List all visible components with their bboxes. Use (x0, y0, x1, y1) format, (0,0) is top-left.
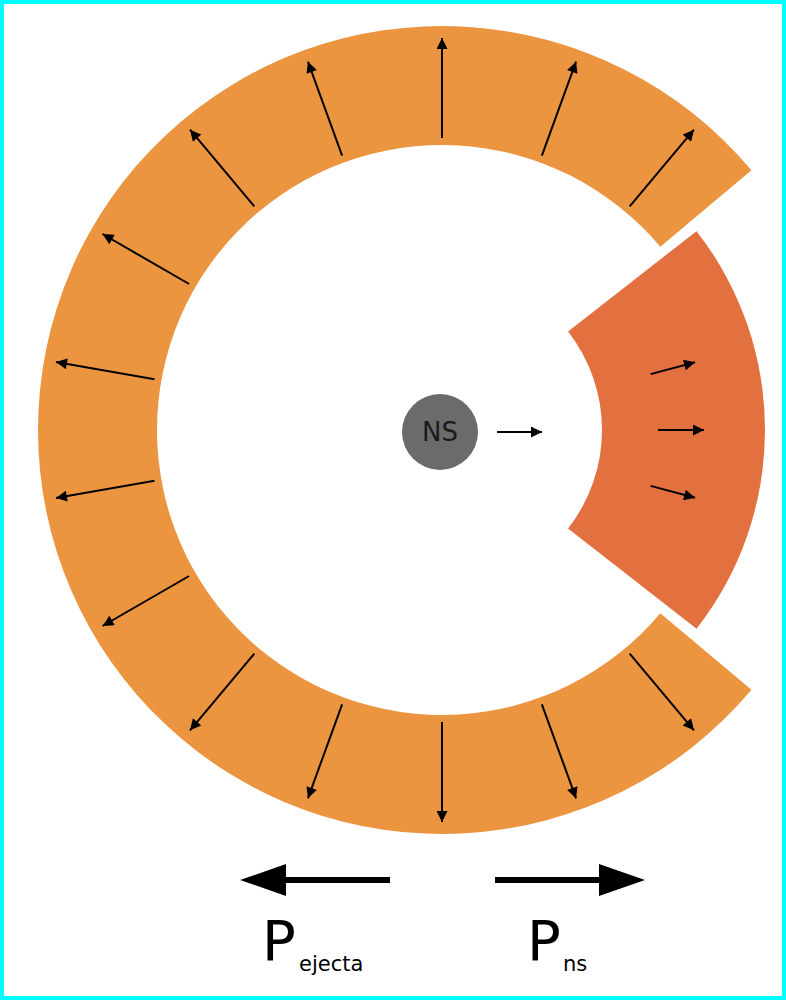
velocity-arrow (497, 431, 542, 433)
ejecta-fragment (568, 231, 765, 629)
momentum-arrow (495, 877, 605, 883)
momentum-arrow (280, 877, 390, 883)
velocity-arrow (651, 362, 695, 374)
momentum-subscript: ejecta (299, 954, 363, 975)
velocity-arrow (630, 130, 694, 207)
velocity-arrow (190, 130, 254, 207)
neutron-star: NS (402, 394, 478, 470)
velocity-arrow (56, 481, 154, 498)
momentum-symbol: P (527, 913, 561, 969)
velocity-arrow (542, 62, 576, 156)
velocity-arrow (103, 576, 190, 626)
momentum-symbol: P (262, 913, 296, 969)
velocity-arrow (103, 234, 190, 284)
velocity-arrow (308, 704, 342, 798)
node-label: NS (422, 419, 458, 445)
momentum-arrowhead (240, 864, 286, 896)
velocity-arrow (651, 486, 695, 498)
velocity-arrow (630, 654, 694, 731)
momentum-subscript: ns (563, 954, 587, 975)
velocity-arrow (190, 654, 254, 731)
velocity-arrow (658, 429, 704, 431)
velocity-arrow (441, 722, 443, 822)
momentum-arrowhead (599, 864, 645, 896)
velocity-arrow (308, 62, 342, 156)
velocity-arrow (542, 704, 576, 798)
velocity-arrow (56, 362, 154, 379)
velocity-arrow (441, 38, 443, 138)
